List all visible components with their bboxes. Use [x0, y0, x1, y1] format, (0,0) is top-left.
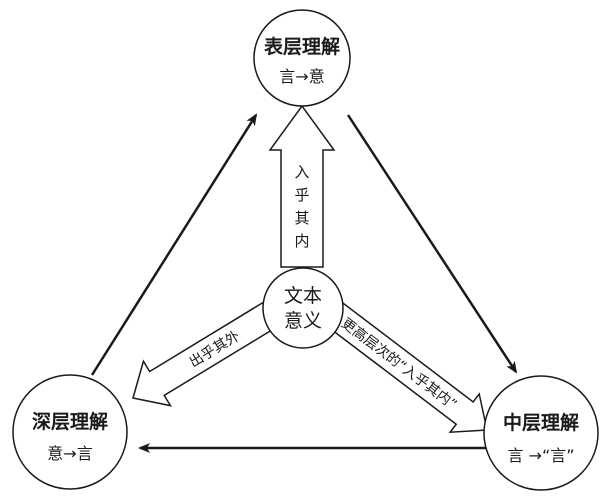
node-middle-relation: 言 →“言”	[507, 446, 574, 465]
node-deep: 深层理解 意→言	[12, 374, 128, 490]
node-deep-title: 深层理解	[32, 410, 108, 433]
node-surface: 表层理解 言→意	[253, 9, 351, 107]
right-arrow-label: 更高层次的“入乎其内”	[338, 315, 460, 413]
up-label-char-4: 内	[294, 232, 309, 250]
up-label-char-3: 其	[294, 209, 309, 227]
up-label-char-1: 入	[294, 163, 309, 181]
node-surface-title: 表层理解	[264, 35, 340, 58]
node-deep-relation: 意→言	[47, 444, 92, 463]
arrow-deep-to-surface	[90, 113, 258, 376]
node-middle: 中层理解 言 →“言”	[483, 375, 599, 491]
node-center-line1: 文本	[284, 285, 322, 307]
node-middle-title: 中层理解	[503, 411, 579, 434]
up-label-char-2: 乎	[294, 186, 309, 204]
hollow-arrow-left: 出乎其外	[132, 301, 279, 407]
hollow-arrow-up	[268, 104, 336, 268]
node-surface-relation: 言→意	[279, 67, 324, 86]
node-center-line2: 意义	[284, 310, 322, 332]
arrow-surface-to-middle	[346, 114, 518, 374]
node-center: 文本 意义	[262, 267, 344, 349]
